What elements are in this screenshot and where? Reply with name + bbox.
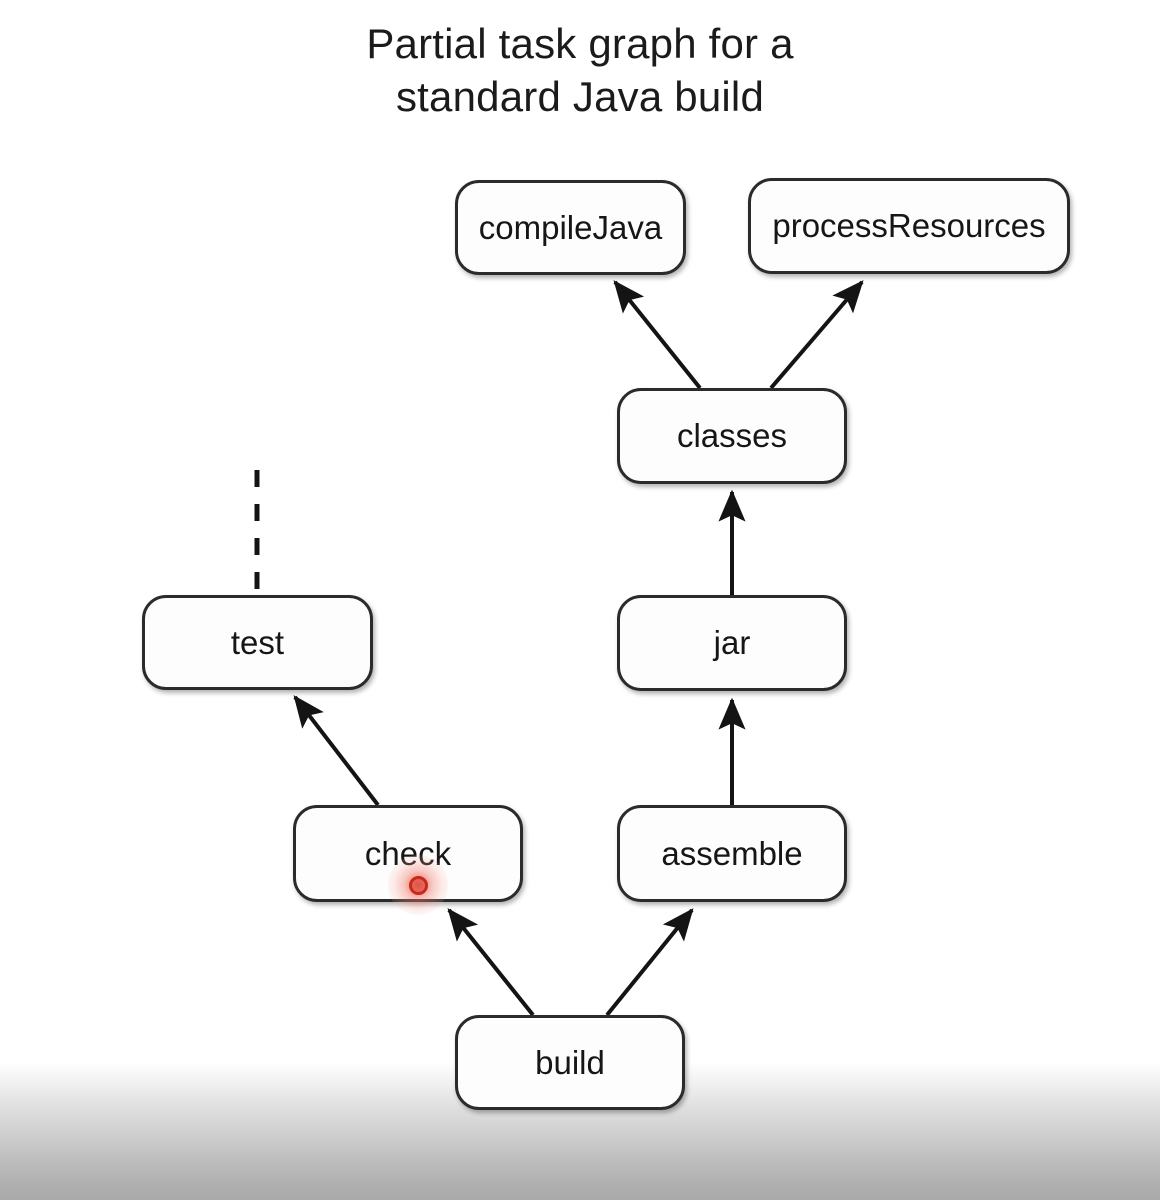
- node-label: test: [230, 623, 285, 661]
- node-label: assemble: [661, 834, 803, 872]
- edges-group: [254, 280, 864, 1017]
- page-title: Partial task graph for a standard Java b…: [0, 18, 1160, 123]
- edge-classes-to-compileJava: [613, 280, 702, 390]
- edge-classes-to-processResources: [769, 280, 864, 390]
- node-label: build: [535, 1043, 605, 1081]
- node-label: jar: [713, 624, 751, 661]
- node-processresources[interactable]: processResources: [748, 178, 1070, 274]
- node-compilejava[interactable]: compileJava: [455, 180, 686, 275]
- node-assemble[interactable]: assemble: [617, 805, 847, 902]
- node-test[interactable]: test: [142, 595, 373, 690]
- edge-check-to-test: [293, 695, 380, 807]
- node-label: compileJava: [478, 208, 663, 246]
- edge-build-to-assemble: [605, 908, 694, 1017]
- node-classes[interactable]: classes: [617, 388, 847, 484]
- node-label: processResources: [772, 207, 1046, 244]
- page-title-line-2: standard Java build: [395, 72, 765, 120]
- node-jar[interactable]: jar: [617, 595, 847, 691]
- node-check[interactable]: check: [293, 805, 523, 902]
- node-label: classes: [676, 417, 788, 454]
- node-build[interactable]: build: [455, 1015, 685, 1110]
- page-title-line-1: Partial task graph for a: [366, 20, 794, 67]
- node-label: check: [364, 834, 452, 872]
- edge-build-to-check: [447, 908, 535, 1017]
